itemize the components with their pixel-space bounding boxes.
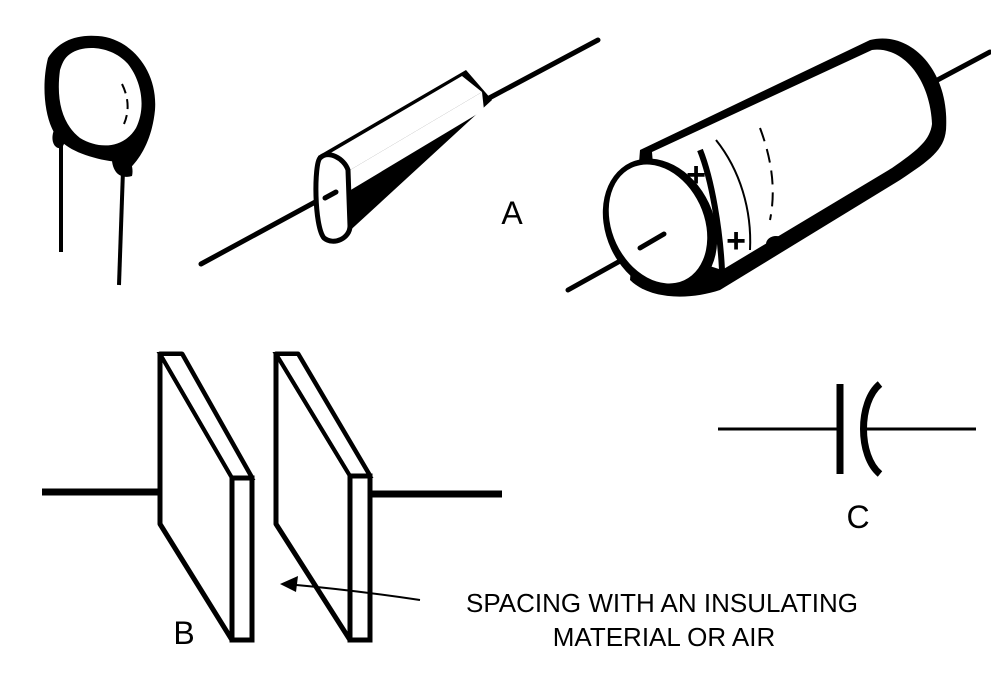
capacitor-schematic-symbol: [718, 381, 976, 477]
label-a: A: [501, 195, 523, 231]
axial-body-side: [340, 92, 484, 194]
axial-body-end: [313, 152, 353, 244]
axial-film-capacitor: [198, 37, 601, 267]
electrolytic-body-face: [652, 49, 932, 270]
right-plate-edge-line: [274, 352, 352, 478]
left-plate-edge-line: [158, 352, 234, 480]
electrolytic-highlight: [759, 127, 774, 221]
electrolytic-vent: [766, 236, 786, 252]
axial-lead-left: [198, 191, 333, 267]
electrolytic-band-line: [715, 139, 752, 251]
left-plate-bottom-line: [158, 522, 234, 642]
label-c: C: [846, 499, 869, 535]
electrolytic-capacitor: + +: [565, 38, 991, 297]
polarity-plus-bottom: +: [726, 222, 746, 260]
annotation-line-1: SPACING WITH AN INSULATING: [466, 588, 858, 618]
polarity-plus-top: +: [686, 156, 706, 194]
label-b: B: [173, 615, 194, 651]
disc-drip-left: [52, 130, 66, 149]
parallel-plate-capacitor: [42, 351, 502, 643]
right-plate-front-edge: [347, 473, 373, 643]
electrolytic-lead-right: [927, 49, 991, 87]
axial-body-top: [322, 76, 482, 176]
spacing-arrow-line: [285, 583, 421, 601]
electrolytic-end-face: [608, 164, 708, 284]
electrolytic-lead-stub: [637, 231, 667, 251]
left-plate-front-edge: [229, 475, 255, 643]
axial-lead-stub: [322, 189, 339, 201]
axial-lead-right: [475, 37, 601, 107]
right-plate-bottom-line: [274, 522, 352, 642]
disc-lead-right: [117, 169, 125, 286]
disc-highlight: [121, 83, 129, 125]
annotation-line-2: MATERIAL OR AIR: [553, 622, 776, 652]
electrolytic-band: [697, 148, 725, 271]
spacing-arrow-head: [280, 576, 298, 592]
disc-drip-right: [111, 150, 133, 177]
ceramic-disc-capacitor: [44, 35, 156, 286]
disc-face: [58, 48, 142, 146]
